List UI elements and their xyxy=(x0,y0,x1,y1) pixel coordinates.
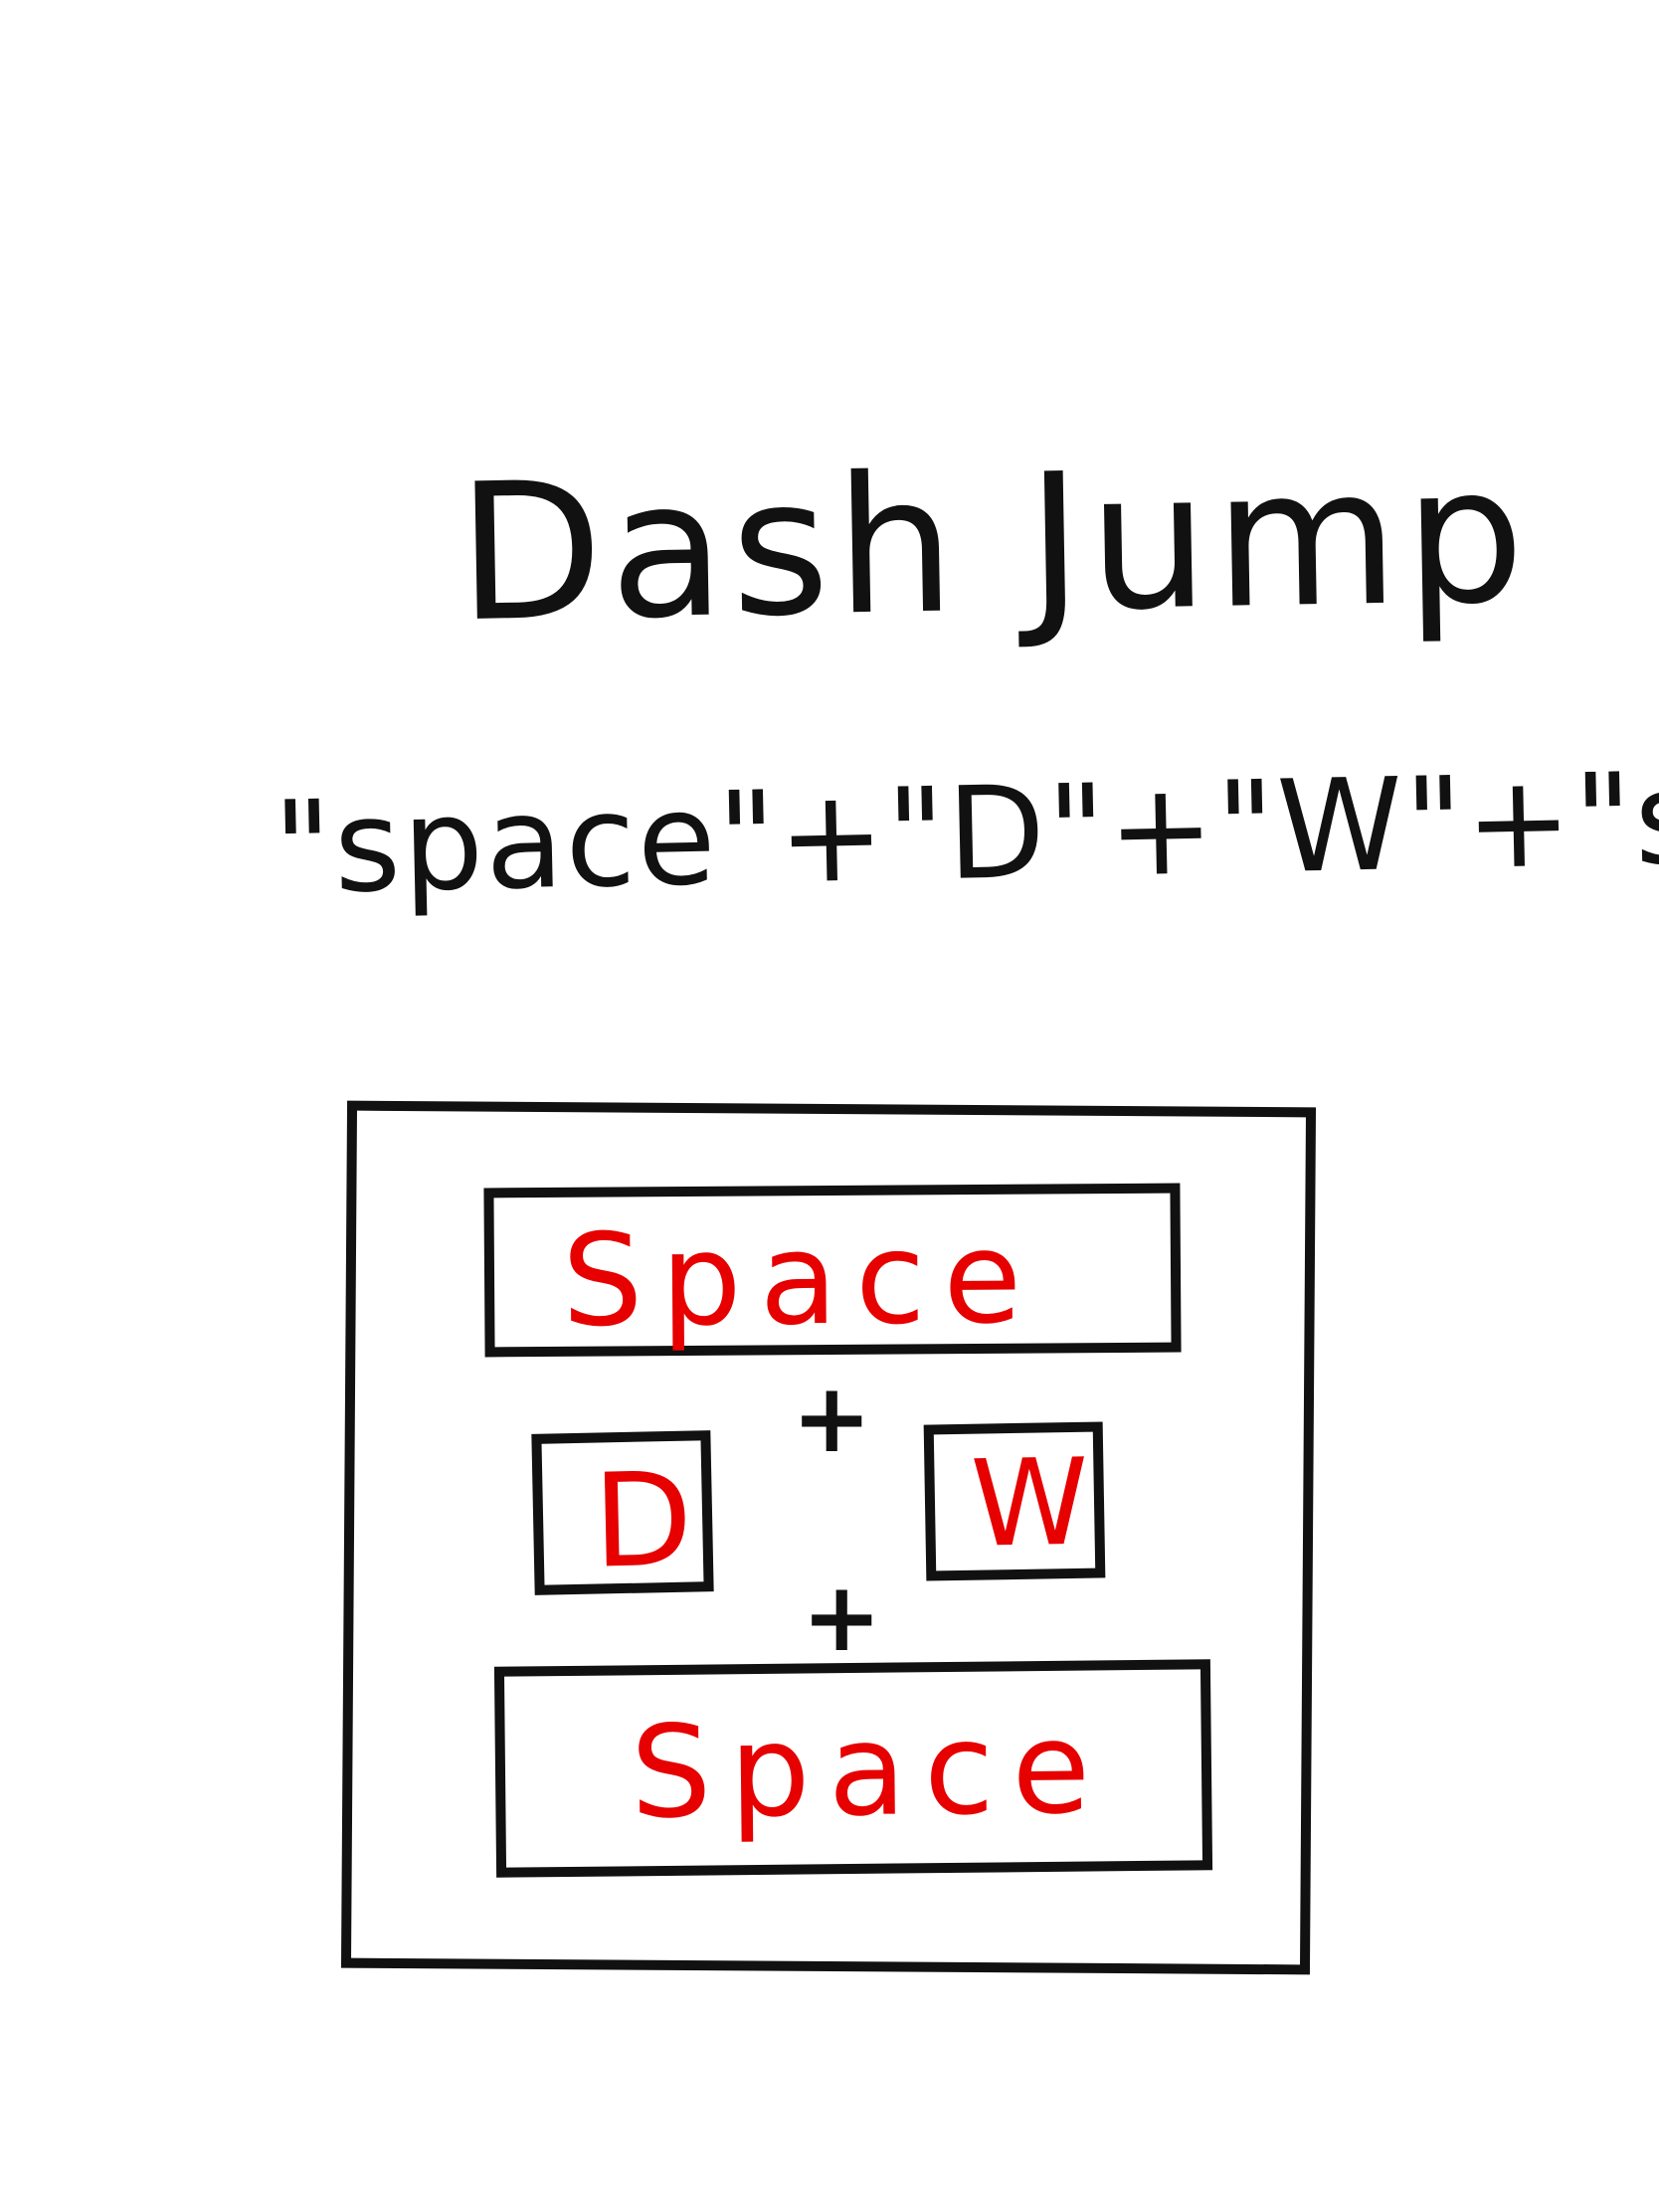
space-key-top-label: Space xyxy=(561,1203,1040,1356)
w-key: W xyxy=(923,1421,1106,1581)
space-key-bottom: Space xyxy=(493,1659,1213,1878)
plus-sign-2: + xyxy=(802,1562,882,1673)
plus-sign-1: + xyxy=(792,1363,872,1474)
d-key: D xyxy=(531,1430,714,1597)
key-combo-formula: "space"+"D"+"W"+"space" xyxy=(272,737,1659,924)
space-key-top: Space xyxy=(483,1183,1182,1358)
diagram-title: Dash Jump xyxy=(456,425,1533,664)
space-key-bottom-label: Space xyxy=(630,1694,1109,1848)
d-key-label: D xyxy=(591,1443,694,1597)
w-key-label: W xyxy=(969,1433,1090,1574)
